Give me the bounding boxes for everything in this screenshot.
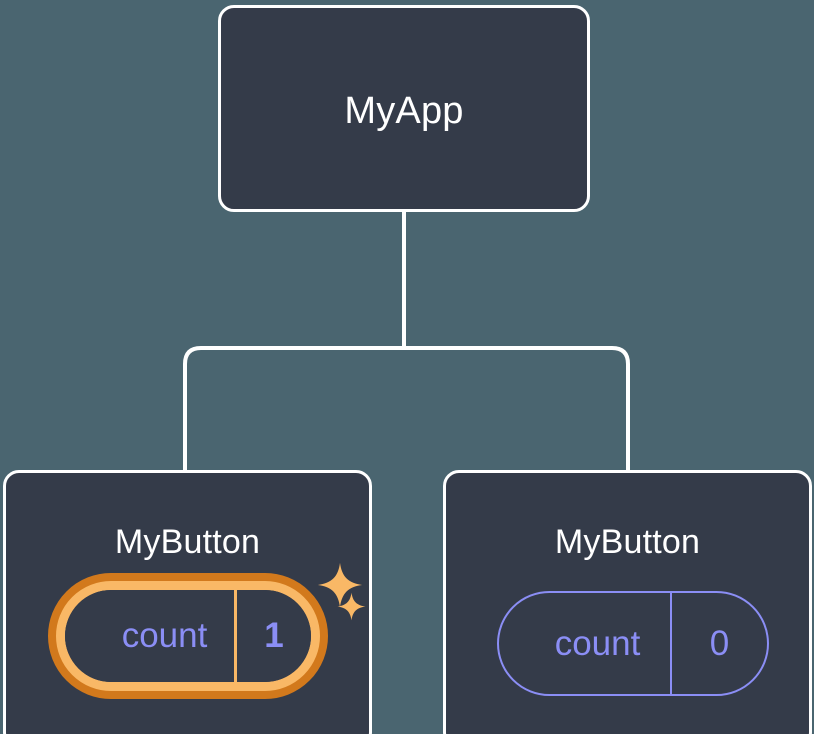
- node-title-mybutton-left: MyButton: [114, 523, 261, 561]
- node-title-mybutton-right: MyButton: [554, 523, 701, 561]
- state-value-label-right: 0: [709, 623, 730, 663]
- connector-bus: [183, 346, 630, 470]
- state-key-label-left: count: [65, 590, 237, 682]
- node-card-root[interactable]: MyApp: [218, 5, 590, 212]
- state-pill-count-left[interactable]: count 1: [48, 573, 328, 699]
- pill-content-left: count 1: [65, 590, 311, 682]
- state-value-label-left: 1: [264, 616, 284, 655]
- node-card-mybutton-left[interactable]: MyButton count 1: [3, 470, 372, 734]
- node-card-mybutton-right[interactable]: MyButton count 0: [443, 470, 812, 734]
- node-title-root: MyApp: [344, 90, 464, 132]
- state-pill-count-right[interactable]: count 0: [497, 591, 769, 696]
- state-key-label-right: count: [499, 593, 672, 694]
